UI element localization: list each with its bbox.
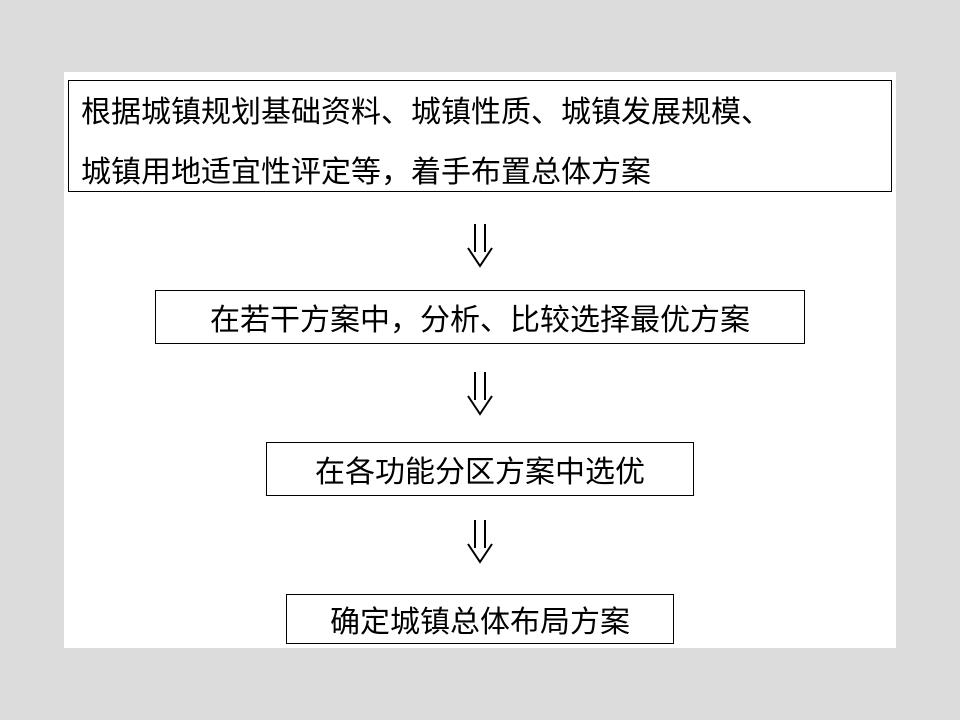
step-3-box: 在各功能分区方案中选优 [266, 442, 694, 496]
step-2-text: 在若干方案中，分析、比较选择最优方案 [210, 303, 750, 338]
step-1-box: 根据城镇规划基础资料、城镇性质、城镇发展规模、 城镇用地适宜性评定等，着手布置总… [68, 80, 892, 192]
step-3-text: 在各功能分区方案中选优 [315, 455, 645, 490]
step-4-box: 确定城镇总体布局方案 [286, 594, 674, 644]
step-1-line-1: 根据城镇规划基础资料、城镇性质、城镇发展规模、 [81, 95, 771, 130]
step-4-text: 确定城镇总体布局方案 [330, 605, 630, 640]
down-arrow-icon-3 [467, 520, 493, 564]
step-1-line-2: 城镇用地适宜性评定等，着手布置总体方案 [81, 155, 651, 190]
slide: 根据城镇规划基础资料、城镇性质、城镇发展规模、 城镇用地适宜性评定等，着手布置总… [64, 72, 896, 648]
down-arrow-icon-1 [467, 224, 493, 268]
down-arrow-icon-2 [467, 372, 493, 416]
step-2-box: 在若干方案中，分析、比较选择最优方案 [155, 290, 805, 344]
